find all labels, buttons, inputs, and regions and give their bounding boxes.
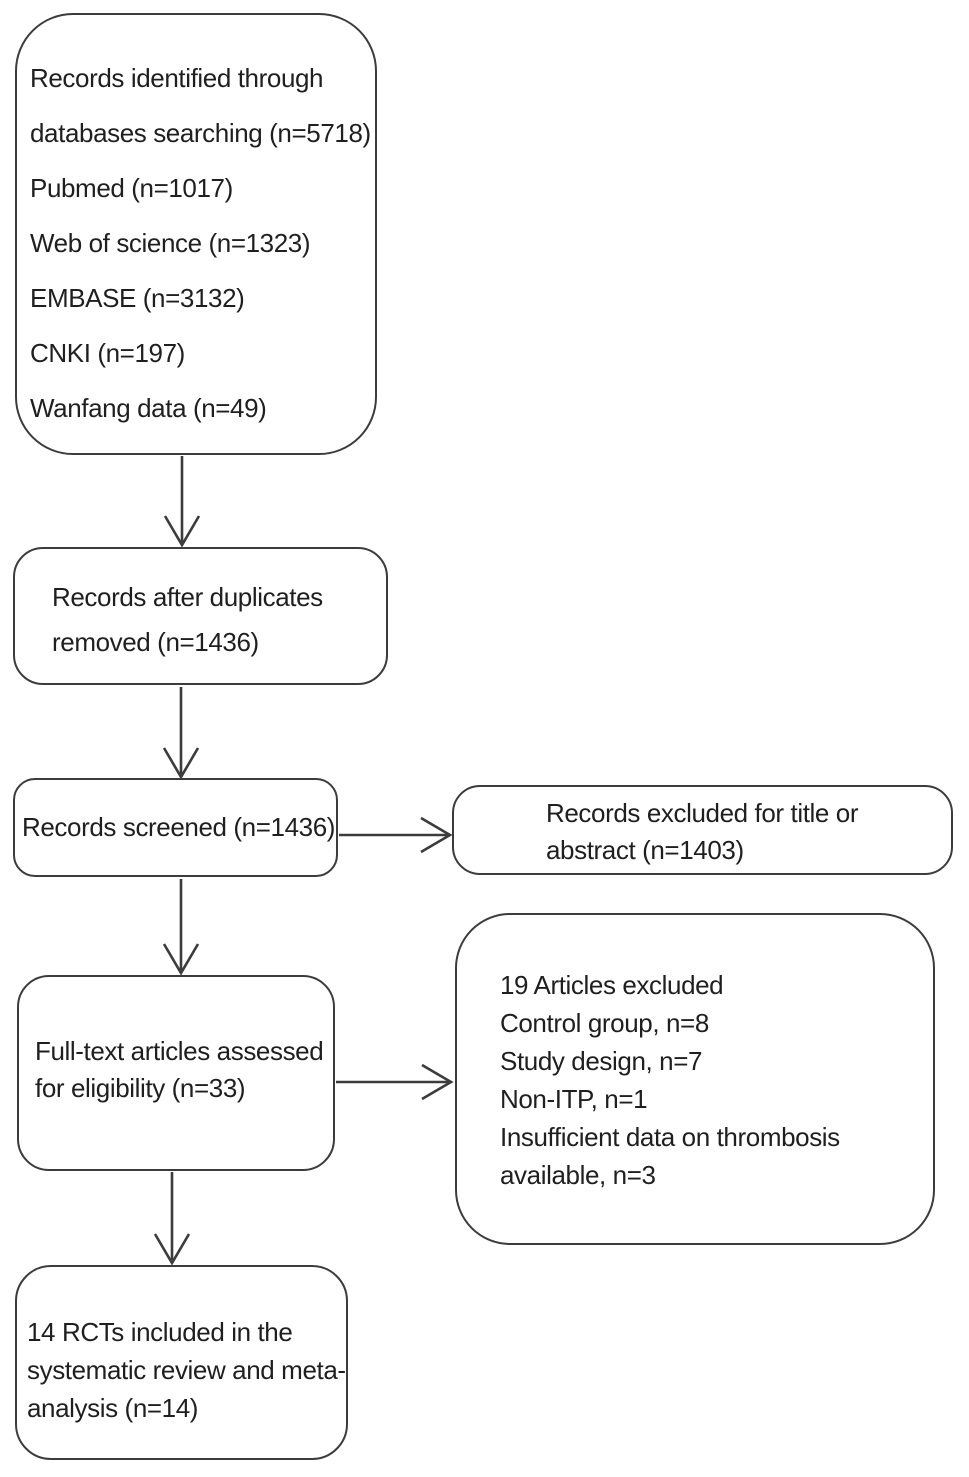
text-line: Study design, n=7 xyxy=(500,1046,703,1076)
text-line: Control group, n=8 xyxy=(500,1008,709,1038)
text-line: 19 Articles excluded xyxy=(500,970,724,1000)
box-records-identified: Records identified through databases sear… xyxy=(15,13,377,455)
text-line: abstract (n=1403) xyxy=(546,835,744,865)
box-records-screened: Records screened (n=1436) xyxy=(13,778,338,877)
text-line: CNKI (n=197) xyxy=(30,338,185,368)
text-line: 14 RCTs included in the xyxy=(27,1317,293,1347)
text-line: Insufficient data on thrombosis xyxy=(500,1122,840,1152)
text-line: EMBASE (n=3132) xyxy=(30,283,245,313)
text-line: removed (n=1436) xyxy=(52,627,259,657)
arrow-identification-to-duplicates-icon xyxy=(163,456,201,548)
box-fulltext-assessed: Full-text articles assessed for eligibili… xyxy=(17,975,335,1171)
text-line: for eligibility (n=33) xyxy=(35,1073,246,1103)
text-line: Pubmed (n=1017) xyxy=(30,173,233,203)
text-line: Full-text articles assessed xyxy=(35,1036,324,1066)
text-line: Non-ITP, n=1 xyxy=(500,1084,648,1114)
text-line: available, n=3 xyxy=(500,1160,656,1190)
arrow-duplicates-to-screened-icon xyxy=(162,687,200,780)
text-line: Records identified through xyxy=(30,63,324,93)
text-line: databases searching (n=5718) xyxy=(30,118,371,148)
arrow-screened-to-excluded-icon xyxy=(339,816,453,854)
text-line: Web of science (n=1323) xyxy=(30,228,311,258)
text-line: Wanfang data (n=49) xyxy=(30,393,267,423)
arrow-screened-to-fulltext-icon xyxy=(162,879,200,976)
text-line: Records excluded for title or xyxy=(546,798,859,828)
text-line: analysis (n=14) xyxy=(27,1393,199,1423)
arrow-fulltext-to-excluded-icon xyxy=(336,1063,454,1101)
box-records-excluded-title-abstract: Records excluded for title or abstract (n… xyxy=(452,785,953,875)
text-line: Records after duplicates xyxy=(52,582,323,612)
box-rcts-included: 14 RCTs included in the systematic review… xyxy=(15,1265,348,1460)
text-line: Records screened (n=1436) xyxy=(22,812,336,842)
arrow-fulltext-to-included-icon xyxy=(153,1172,191,1266)
box-duplicates-removed: Records after duplicates removed (n=1436) xyxy=(13,547,388,685)
text-line: systematic review and meta- xyxy=(27,1355,346,1385)
